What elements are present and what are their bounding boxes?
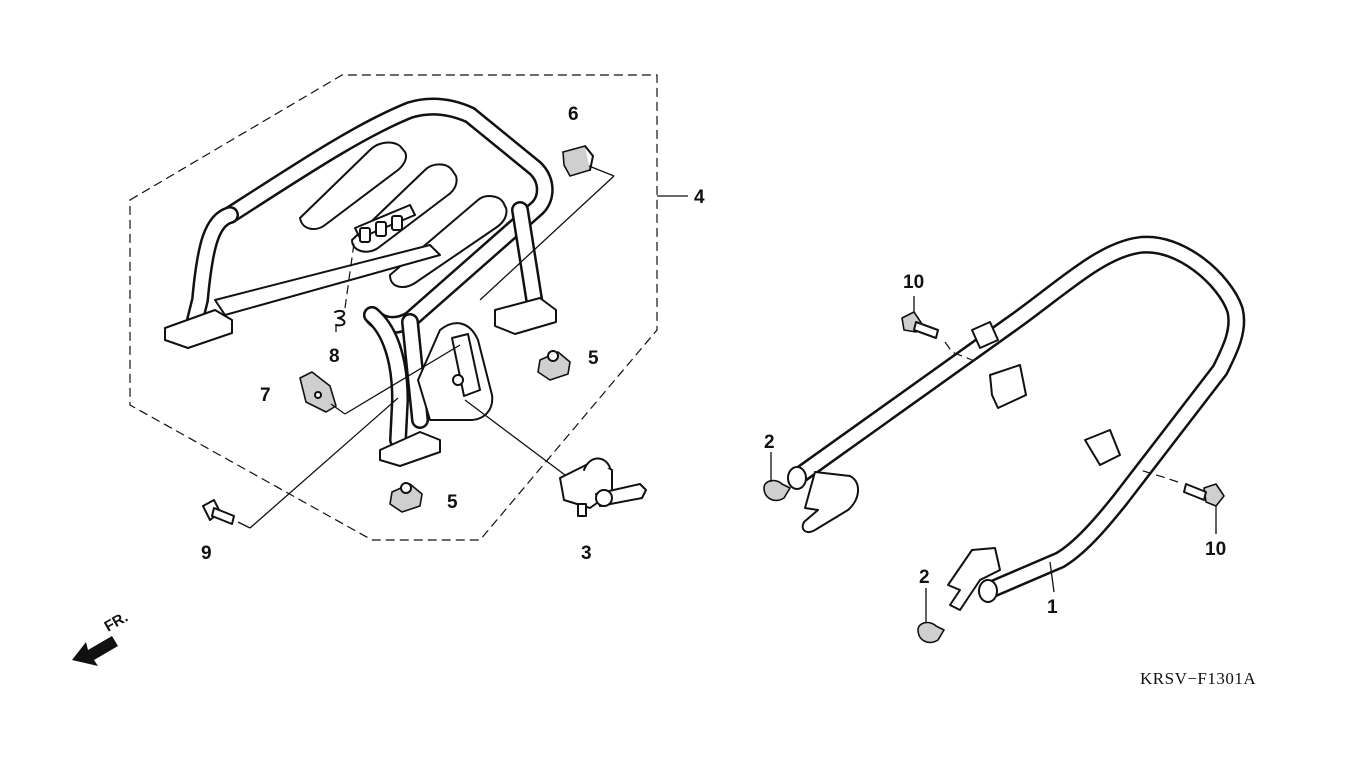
callout-1: 1 <box>1047 597 1058 618</box>
callout-2-upper: 2 <box>764 432 775 453</box>
rear-carrier-rack <box>164 97 557 467</box>
callout-9: 9 <box>201 543 212 564</box>
callout-8: 8 <box>329 346 340 367</box>
part-bolt-10-right <box>1183 483 1225 507</box>
part-nut-5-upper <box>537 350 571 381</box>
part-cushion-6 <box>562 145 594 177</box>
callout-7: 7 <box>260 385 271 406</box>
drawing-code: KRSV−F1301A <box>1140 669 1256 688</box>
callout-5-upper: 5 <box>588 348 599 369</box>
grab-rail <box>787 235 1246 611</box>
front-direction-arrow: FR. <box>72 609 131 666</box>
part-bolt-10-left <box>901 311 939 339</box>
callout-3: 3 <box>581 543 592 564</box>
part-cushion-7 <box>299 371 337 413</box>
callout-2-lower: 2 <box>919 567 930 588</box>
part-clip-2-upper <box>763 479 791 502</box>
callout-6: 6 <box>568 104 579 125</box>
callout-10-left: 10 <box>903 272 924 293</box>
part-lock-3 <box>559 457 647 517</box>
callout-5-lower: 5 <box>447 492 458 513</box>
direction-label: FR. <box>102 609 131 636</box>
part-spring-8 <box>334 309 346 332</box>
part-nut-5-lower <box>389 482 423 513</box>
callout-4: 4 <box>694 187 705 208</box>
part-screw-9 <box>202 499 235 525</box>
callout-10-right: 10 <box>1205 539 1226 560</box>
assembly-outline <box>129 74 688 541</box>
callouts: 6 4 8 5 7 5 9 3 10 2 10 2 1 <box>201 104 1226 618</box>
part-clip-2-lower <box>917 621 945 644</box>
